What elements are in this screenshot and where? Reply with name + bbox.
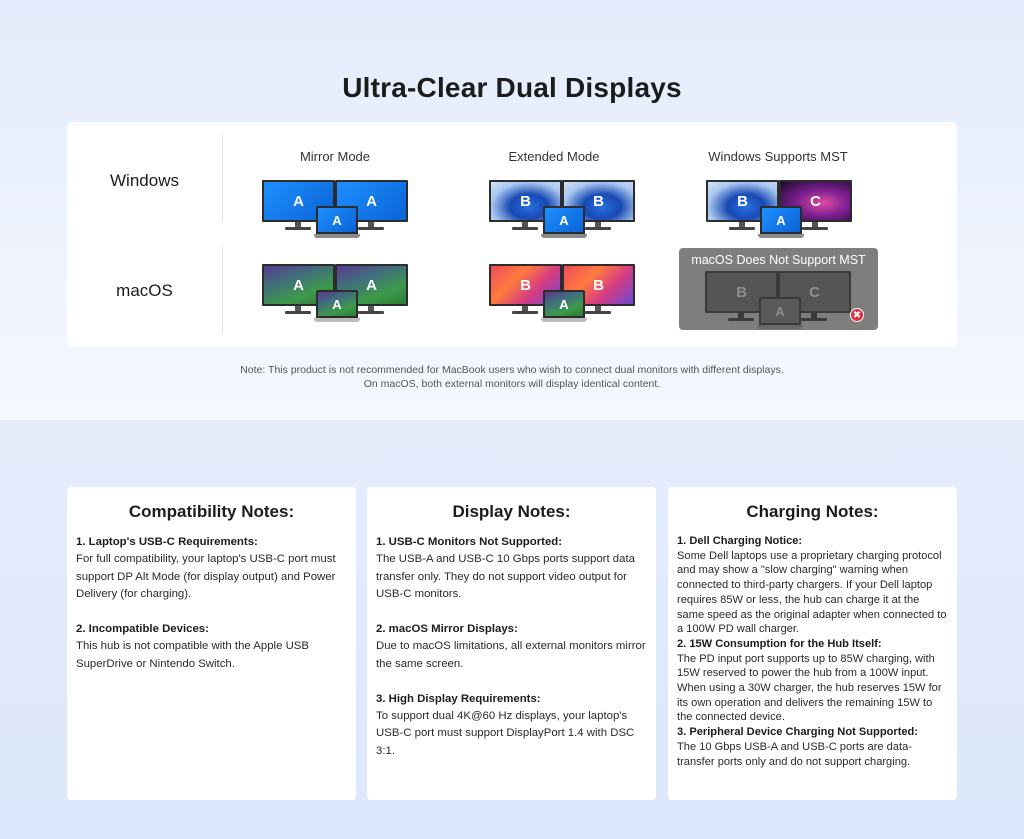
screen-letter: A <box>366 276 377 294</box>
note-item-title: 1. USB-C Monitors Not Supported: <box>376 536 563 548</box>
note-item: 1. Laptop's USB-C Requirements: For full… <box>76 534 348 604</box>
col-title-extended: Extended Mode <box>508 149 600 164</box>
screen-letter: A <box>332 212 342 228</box>
right-monitor: A <box>335 264 408 314</box>
note-item-title: 2. 15W Consumption for the Hub Itself: <box>677 637 882 650</box>
macos-extended-illustration: B B A <box>489 264 639 326</box>
screen-letter: A <box>332 296 342 312</box>
macos-mst-illustration: B C A <box>705 271 855 333</box>
note-item-title: 3. High Display Requirements: <box>376 692 541 705</box>
screen-letter: A <box>776 212 786 228</box>
card-body: 1. Dell Charging Notice: Some Dell lapto… <box>677 534 949 769</box>
note-item-title: 1. Laptop's USB-C Requirements: <box>76 536 258 548</box>
card-title: Charging Notes: <box>746 502 879 521</box>
charging-notes-card: Charging Notes: 1. Dell Charging Notice:… <box>668 487 957 800</box>
card-body: 1. Laptop's USB-C Requirements: For full… <box>76 534 348 691</box>
screen-letter: B <box>737 192 748 210</box>
card-title: Display Notes: <box>452 502 571 521</box>
row-label-macos: macOS <box>116 281 173 300</box>
macos-mst-not-supported-panel: macOS Does Not Support MST B C A ✖ <box>679 248 878 330</box>
note-item-title: 3. Peripheral Device Charging Not Suppor… <box>677 726 919 739</box>
laptop: A <box>758 206 804 240</box>
windows-extended-illustration: B B A <box>489 180 639 242</box>
screen-letter: B <box>593 276 604 294</box>
screen-letter: A <box>775 303 785 319</box>
laptop: A <box>757 297 803 331</box>
screen-letter: A <box>293 276 304 294</box>
note-line-1: Note: This product is not recommended fo… <box>240 364 784 376</box>
not-supported-label: macOS Does Not Support MST <box>691 253 866 267</box>
screen-letter: C <box>809 283 820 301</box>
note-item: 2. Incompatible Devices: This hub is not… <box>76 621 348 673</box>
screen-letter: B <box>593 192 604 210</box>
screen-letter: A <box>559 296 569 312</box>
windows-mirror-illustration: A A A <box>262 180 412 242</box>
note-item-text: The 10 Gbps USB-A and USB-C ports are da… <box>677 740 912 768</box>
note-item: 1. USB-C Monitors Not Supported: The USB… <box>376 534 648 604</box>
note-item-text: To support dual 4K@60 Hz displays, your … <box>376 710 635 757</box>
compatibility-notes-card: Compatibility Notes: 1. Laptop's USB-C R… <box>67 487 356 800</box>
display-modes-card: Windows macOS Mirror Mode Extended Mode … <box>67 122 957 347</box>
page-title: Ultra-Clear Dual Displays <box>342 72 682 103</box>
windows-mst-illustration: B C A <box>706 180 856 242</box>
laptop: A <box>314 206 360 240</box>
note-item-text: Due to macOS limitations, all external m… <box>376 640 646 670</box>
screen-letter: B <box>520 192 531 210</box>
laptop: A <box>541 206 587 240</box>
note-item-text: For full compatibility, your laptop's US… <box>76 553 336 601</box>
note-item-text: Some Dell laptops use a proprietary char… <box>677 549 947 636</box>
note-item-text: The USB-A and USB-C 10 Gbps ports suppor… <box>376 553 635 601</box>
row-divider-windows <box>222 134 223 222</box>
col-title-mst: Windows Supports MST <box>708 149 848 164</box>
screen-letter: B <box>520 276 531 294</box>
note-item-title: 2. Incompatible Devices: <box>76 623 209 636</box>
note-item: 3. Peripheral Device Charging Not Suppor… <box>677 725 949 769</box>
screen-letter: A <box>559 212 569 228</box>
note-item: 1. Dell Charging Notice: Some Dell lapto… <box>677 534 949 637</box>
note-item-text: The PD input port supports up to 85W cha… <box>677 652 942 724</box>
note-item: 3. High Display Requirements: To support… <box>376 691 648 761</box>
card-body: 1. USB-C Monitors Not Supported: The USB… <box>376 534 648 778</box>
card-title: Compatibility Notes: <box>128 502 295 521</box>
row-label-windows: Windows <box>110 171 179 190</box>
note-item-title: 1. Dell Charging Notice: <box>677 535 803 547</box>
left-monitor: B <box>705 271 778 321</box>
not-supported-x-icon: ✖ <box>850 308 864 322</box>
col-title-mirror: Mirror Mode <box>299 149 371 164</box>
laptop: A <box>541 290 587 324</box>
note-item-title: 2. macOS Mirror Displays: <box>376 623 518 636</box>
macbook-note: Note: This product is not recommended fo… <box>0 363 1024 391</box>
note-item-text: This hub is not compatible with the Appl… <box>76 640 310 670</box>
note-item: 2. 15W Consumption for the Hub Itself: T… <box>677 637 949 725</box>
display-notes-card: Display Notes: 1. USB-C Monitors Not Sup… <box>367 487 656 800</box>
screen-letter: A <box>366 192 377 210</box>
laptop: A <box>314 290 360 324</box>
screen-letter: A <box>293 192 304 210</box>
screen-letter: C <box>810 192 821 210</box>
macos-mirror-illustration: A A A <box>262 264 412 326</box>
screen-letter: B <box>736 283 747 301</box>
row-divider-macos <box>222 246 223 334</box>
note-line-2: On macOS, both external monitors will di… <box>363 378 661 390</box>
note-item: 2. macOS Mirror Displays: Due to macOS l… <box>376 621 648 673</box>
